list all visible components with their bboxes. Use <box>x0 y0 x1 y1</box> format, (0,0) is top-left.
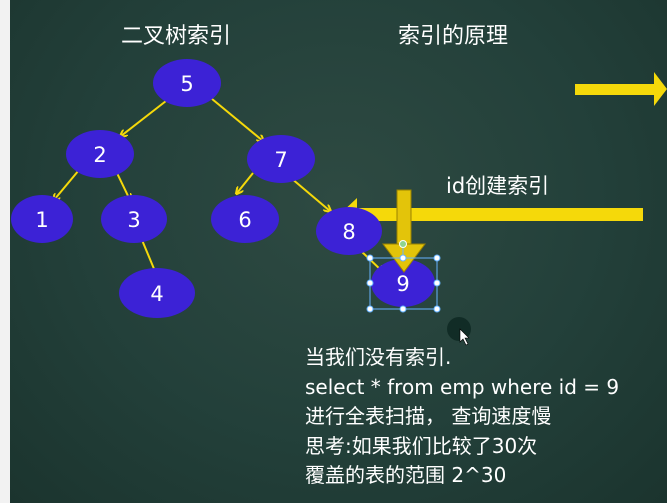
node-2-label: 2 <box>93 143 106 167</box>
resize-handle-e[interactable] <box>433 279 441 287</box>
edge-5-2 <box>121 100 167 136</box>
edge-2-3 <box>115 170 130 200</box>
resize-handle-w[interactable] <box>366 279 374 287</box>
node-6-label: 6 <box>238 208 251 232</box>
binary-tree-index-title: 二叉树索引 <box>121 24 232 49</box>
note-line-1: 当我们没有索引. <box>305 345 452 369</box>
selection-box[interactable] <box>366 240 441 313</box>
node-5-label: 5 <box>180 72 193 96</box>
note-line-3: 进行全表扫描， 查询速度慢 <box>305 404 552 428</box>
mouse-cursor-icon <box>447 317 471 346</box>
id-create-index-label: id创建索引 <box>446 174 550 198</box>
index-principle-title: 索引的原理 <box>398 24 509 49</box>
node-7-label: 7 <box>274 148 287 172</box>
node-1-label: 1 <box>35 208 48 232</box>
edge-7-6 <box>237 172 254 193</box>
resize-handle-s[interactable] <box>399 305 407 313</box>
resize-handle-ne[interactable] <box>433 254 441 262</box>
resize-handle-nw[interactable] <box>366 254 374 262</box>
node-7: 7 <box>247 135 315 183</box>
right-arrow-decor <box>575 72 667 106</box>
node-5: 5 <box>153 59 221 107</box>
rotate-handle[interactable] <box>399 240 407 248</box>
node-3: 3 <box>101 195 167 243</box>
notes-block: 当我们没有索引. select * from emp where id = 9 … <box>305 343 619 491</box>
node-4: 4 <box>119 268 195 318</box>
node-3-label: 3 <box>127 208 140 232</box>
note-line-4: 思考:如果我们比较了30次 <box>305 433 538 458</box>
node-9[interactable]: 9 <box>371 259 435 307</box>
index-bar-arrow <box>340 198 643 230</box>
resize-handle-sw[interactable] <box>366 305 374 313</box>
node-8: 8 <box>316 207 382 255</box>
node-9-label: 9 <box>396 272 409 296</box>
edge-7-8 <box>290 177 330 211</box>
node-4-label: 4 <box>150 282 163 306</box>
edge-5-7 <box>205 93 263 141</box>
note-line-2: select * from emp where id = 9 <box>305 374 620 399</box>
node-8-label: 8 <box>342 220 355 244</box>
node-6: 6 <box>211 195 279 243</box>
node-2: 2 <box>66 130 134 178</box>
note-line-5: 覆盖的表的范围 2^30 <box>305 463 507 487</box>
resize-handle-se[interactable] <box>433 305 441 313</box>
node-1: 1 <box>11 195 73 243</box>
resize-handle-n[interactable] <box>399 254 407 262</box>
edge-2-1 <box>54 169 80 200</box>
